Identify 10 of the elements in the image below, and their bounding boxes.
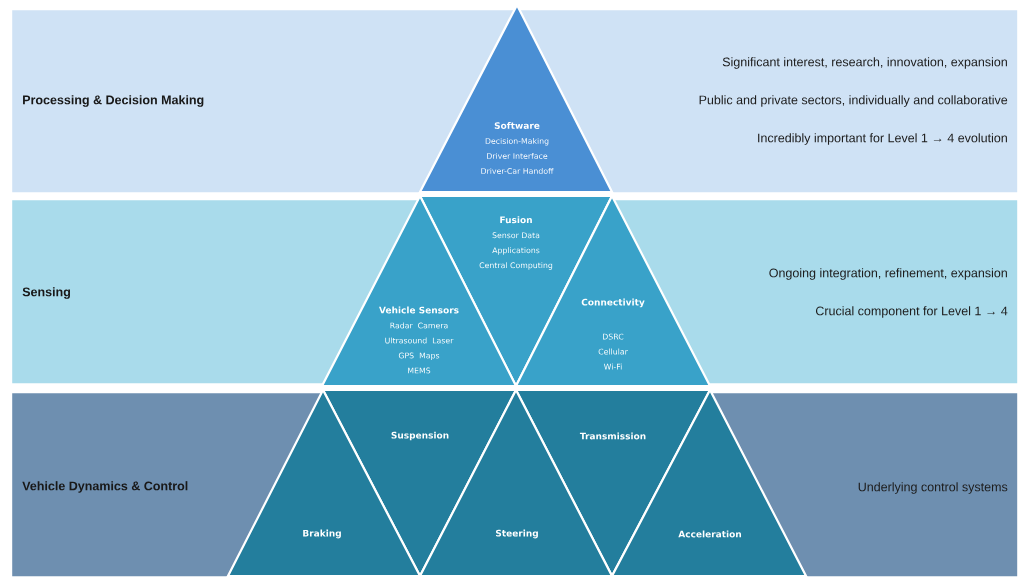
band-title: Sensing bbox=[22, 287, 70, 299]
description-text: Significant interest, research, innovation, expansion bbox=[722, 57, 1007, 69]
description-text: Underlying control systems bbox=[858, 482, 1008, 494]
description-text: Public and private sectors, individually and collaborative bbox=[699, 95, 1008, 107]
description-text: Ongoing integration, refinement, expansion bbox=[769, 268, 1007, 280]
layer-band bbox=[12, 10, 1018, 193]
description-text: Crucial component for Level 1 → 4 bbox=[815, 306, 1008, 318]
band-title: Vehicle Dynamics & Control bbox=[22, 481, 188, 493]
description-text: Incredibly important for Level 1 → 4 evolution bbox=[758, 133, 1007, 145]
band-title: Processing & Decision Making bbox=[23, 95, 204, 107]
